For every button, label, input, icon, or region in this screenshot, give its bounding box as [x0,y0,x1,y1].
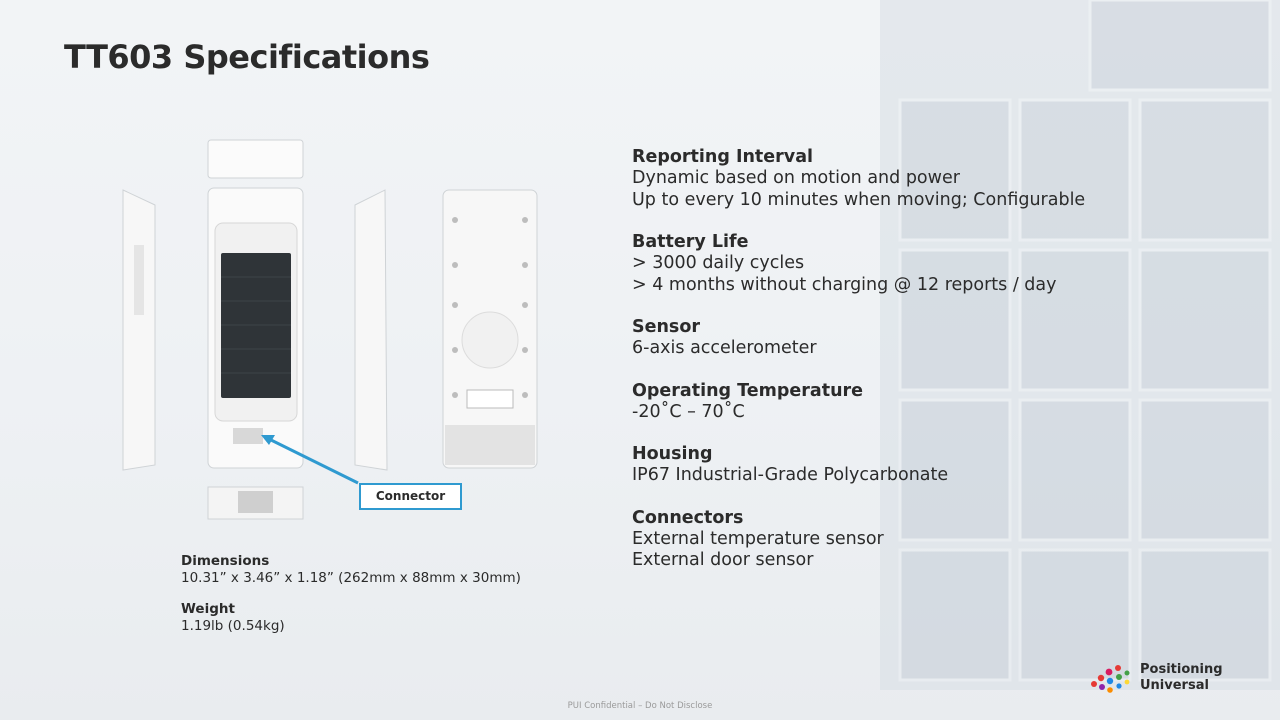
spec-line: -20˚C – 70˚C [632,401,745,422]
device-left-side-view [122,189,156,471]
spec-title: Operating Temperature [632,380,864,401]
spec-title: Connectors [632,507,744,528]
spec-battery-life: Battery Life > 3000 daily cycles > 4 mon… [632,232,1152,296]
spec-operating-temperature: Operating Temperature -20˚C – 70˚C [632,381,1152,424]
spec-title: Reporting Interval [632,147,814,167]
container-stack-background [880,0,1280,690]
spec-title: Housing [632,444,713,464]
page-title: TT603 Specifications [64,38,430,76]
device-right-side-view [354,189,388,471]
spec-title: Sensor [632,317,701,337]
dimensions-value: 10.31” x 3.46” x 1.18” (262mm x 88mm x 3… [181,570,521,586]
spec-housing: Housing IP67 Industrial-Grade Polycarbon… [632,444,1152,487]
device-front-view [207,187,304,469]
weight-value: 1.19lb (0.54kg) [181,618,285,634]
weight-title: Weight [181,601,235,617]
logo-line-1: Positioning [1140,662,1223,677]
device-bottom-view [207,486,304,520]
device-illustration [122,139,538,520]
device-connector [233,428,263,444]
confidential-footer: PUI Confidential – Do Not Disclose [567,701,713,711]
spec-title: Battery Life [632,232,749,252]
connector-callout: Connector [359,483,462,510]
spec-line: Up to every 10 minutes when moving; Conf… [632,189,1086,210]
logo-line-2: Universal [1140,678,1209,693]
spec-line: External door sensor [632,550,814,570]
spec-reporting-interval: Reporting Interval Dynamic based on moti… [632,147,1152,211]
company-logo-icon [1091,665,1130,693]
spec-line: External temperature sensor [632,528,884,549]
spec-line: 6-axis accelerometer [632,338,817,358]
physical-specs: Dimensions 10.31” x 3.46” x 1.18” (262mm… [181,553,521,649]
dimensions-title: Dimensions [181,553,270,569]
company-logo-text: Positioning Universal [1140,662,1223,694]
specifications-list: Reporting Interval Dynamic based on moti… [632,147,1152,593]
spec-line: > 4 months without charging @ 12 reports… [632,274,1057,295]
connector-arrow [261,435,359,485]
spec-connectors: Connectors External temperature sensor E… [632,508,1152,572]
spec-line: Dynamic based on motion and power [632,168,960,188]
spec-line: IP67 Industrial-Grade Polycarbonate [632,465,949,485]
device-back-view [442,189,538,469]
device-top-view [207,139,304,179]
spec-line: > 3000 daily cycles [632,253,805,273]
spec-sensor: Sensor 6-axis accelerometer [632,317,1152,360]
